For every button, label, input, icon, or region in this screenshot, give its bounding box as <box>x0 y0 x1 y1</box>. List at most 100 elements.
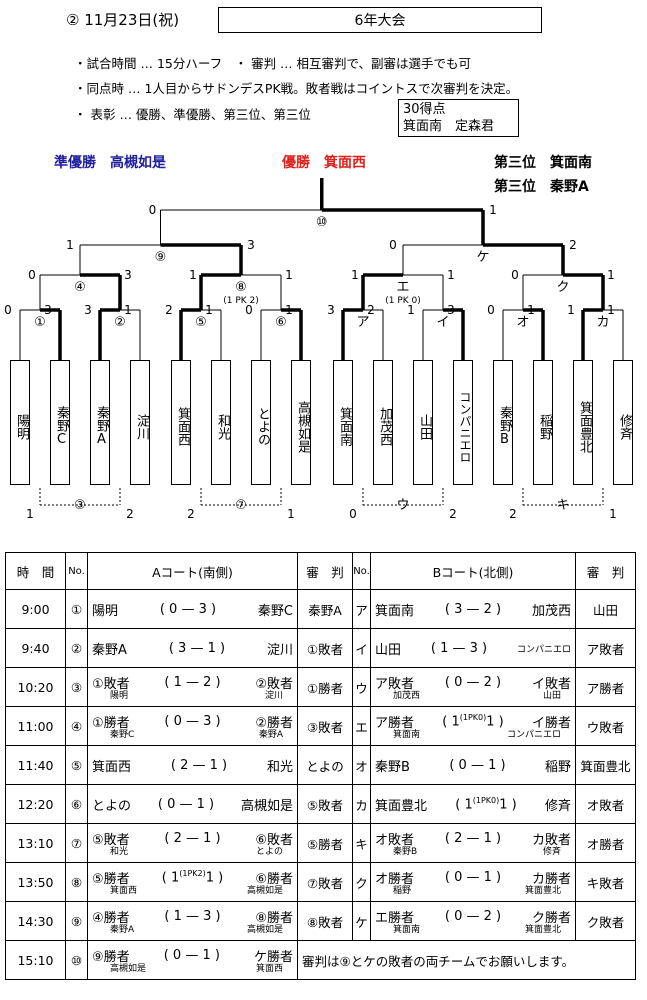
sub-team-left: 箕面南 <box>393 925 421 935</box>
match-no: ⑨ <box>65 901 88 941</box>
match-number: ⑤ <box>195 315 207 330</box>
match-number: オ <box>516 315 529 330</box>
team-box: 箕面豊北 <box>573 360 593 485</box>
match-line: 陽明( 0 — 3 )秦野C <box>88 600 297 619</box>
match-number: キ <box>556 498 569 513</box>
team-left: 箕面豊北 <box>375 798 428 814</box>
match-score: ( 1 — 2 ) <box>164 675 221 690</box>
team-right: 稲野 <box>544 759 571 775</box>
sub-team-left: 箕面西 <box>110 886 138 896</box>
team-right: コンパニエロ <box>516 644 571 655</box>
team-left: 箕面西 <box>92 759 132 775</box>
pk-note: (1 PK 2) <box>223 296 259 306</box>
header-court-a: Aコート(南側) <box>87 552 298 590</box>
match-number: ケ <box>476 250 489 265</box>
header-no: No. <box>352 552 371 590</box>
sub-team-right: コンパニエロ <box>506 730 561 740</box>
table-header-row: 時 間 No. Aコート(南側) 審 判 No. Bコート(北側) 審 判 <box>5 552 636 590</box>
match-score: ( 1(1PK2)1 ) <box>161 869 224 886</box>
team-right: 秦野C <box>257 603 293 619</box>
match-number: ⑥ <box>275 315 287 330</box>
match-no: エ <box>352 706 371 746</box>
team-right: カ敗者 <box>531 833 571 848</box>
match-score: ( 1(1PK0)1 ) <box>455 795 517 813</box>
top-scorer-name: 箕面南 定森君 <box>403 119 495 134</box>
match-line: 箕面豊北 ( 1(1PK0)1 ) 修斉 <box>371 795 575 814</box>
match-line: 秦野B( 0 — 1 )稲野 <box>371 756 575 775</box>
sub-team-right: 箕面豊北 <box>524 925 561 935</box>
final-referee-note: 審判は⑨とケの敗者の両チームでお願いします。 <box>297 940 636 980</box>
event-date: ② 11月23日(祝) <box>66 11 180 29</box>
match-sub-teams: 箕面南 箕面豊北 <box>371 926 575 935</box>
team-right: イ勝者 <box>531 716 571 731</box>
match-score: ( 0 — 2 ) <box>444 675 502 690</box>
team-left: 秦野A <box>92 642 127 658</box>
score-right: 1 <box>209 757 218 773</box>
match-score: ( 0 — 1 ) <box>449 757 506 773</box>
team-right: 淀川 <box>266 642 293 658</box>
team-right: ⑥勝者 <box>255 872 293 887</box>
match-line: エ勝者( 0 — 2 )ク勝者 <box>371 907 575 926</box>
score: 0 <box>511 268 519 282</box>
referee-cell: ⑧敗者 <box>297 901 353 941</box>
rule-line: ・ 表彰 … 優勝、準優勝、第三位、第三位 <box>74 107 311 122</box>
score-right: 3 <box>469 640 478 656</box>
match-score: ( 2 — 1 ) <box>170 757 228 773</box>
team-right: 修斉 <box>544 798 571 814</box>
sub-team-left: 陽明 <box>110 691 129 701</box>
score-left: 1 <box>173 675 182 690</box>
score-right: 2 <box>483 675 492 690</box>
match-line: ④勝者( 1 — 3 )⑧勝者 <box>88 907 297 926</box>
score-left: 0 <box>454 675 463 690</box>
match-sub-teams: 箕面西 高槻如是 <box>88 887 297 896</box>
score-right: 3 <box>198 601 207 617</box>
score-left: 0 <box>169 601 178 617</box>
match-no: ① <box>65 589 88 629</box>
score: 2 <box>187 507 195 521</box>
team-left: ⑤敗者 <box>92 833 130 848</box>
team-box: 加茂西 <box>373 360 393 485</box>
match-cell: ⑨勝者( 0 — 1 )ケ勝者高槻如是箕面西 <box>87 940 298 980</box>
score-left: 0 <box>458 757 467 773</box>
runner-up: 準優勝 高槻如是 <box>54 155 166 171</box>
team-box: 修斉 <box>613 360 633 485</box>
match-sub-teams: 高槻如是箕面西 <box>88 965 297 974</box>
match-cell: 秦野A( 3 — 1 )淀川 <box>87 628 298 668</box>
sub-team-right: 高槻如是 <box>246 925 283 935</box>
score-left: 0 <box>167 796 176 812</box>
score: 0 <box>149 203 157 217</box>
referee-cell: ③敗者 <box>297 706 353 746</box>
header-referee: 審 判 <box>575 552 636 590</box>
match-line: ①勝者( 0 — 3 )②勝者 <box>88 712 297 731</box>
team-right: 和光 <box>266 759 293 775</box>
match-sub-teams: 陽明淀川 <box>88 692 297 701</box>
pk-note: (1 PK 0) <box>385 296 421 306</box>
team-left: ⑤勝者 <box>92 872 130 887</box>
match-no: イ <box>352 628 371 668</box>
match-cell: ①敗者( 1 — 2 )②敗者陽明淀川 <box>87 667 298 707</box>
match-line: ①敗者( 1 — 2 )②敗者 <box>88 673 297 692</box>
rule-line: ・試合時間 … 15分ハーフ ・ 審判 … 相互審判で、副審は選手でも可 <box>74 56 472 71</box>
sub-team-right: 秦野A <box>258 730 283 740</box>
score-left: 1 <box>173 909 182 924</box>
team-left: ④勝者 <box>92 911 130 926</box>
sub-team-left: 加茂西 <box>393 691 421 701</box>
sub-team-right: 高槻如是 <box>246 886 283 896</box>
score: 3 <box>44 303 52 317</box>
team-right: ク勝者 <box>531 911 571 926</box>
sub-team-left: 秦野A <box>110 925 135 935</box>
match-score: ( 0 — 1 ) <box>444 870 502 885</box>
match-no: ④ <box>65 706 88 746</box>
team-box: 和光 <box>211 360 231 485</box>
referee-cell: 箕面豊北 <box>575 745 636 785</box>
match-cell: 陽明( 0 — 3 )秦野C <box>87 589 298 629</box>
referee-cell: ク敗者 <box>575 901 636 941</box>
winner: 優勝 箕面西 <box>282 155 366 171</box>
